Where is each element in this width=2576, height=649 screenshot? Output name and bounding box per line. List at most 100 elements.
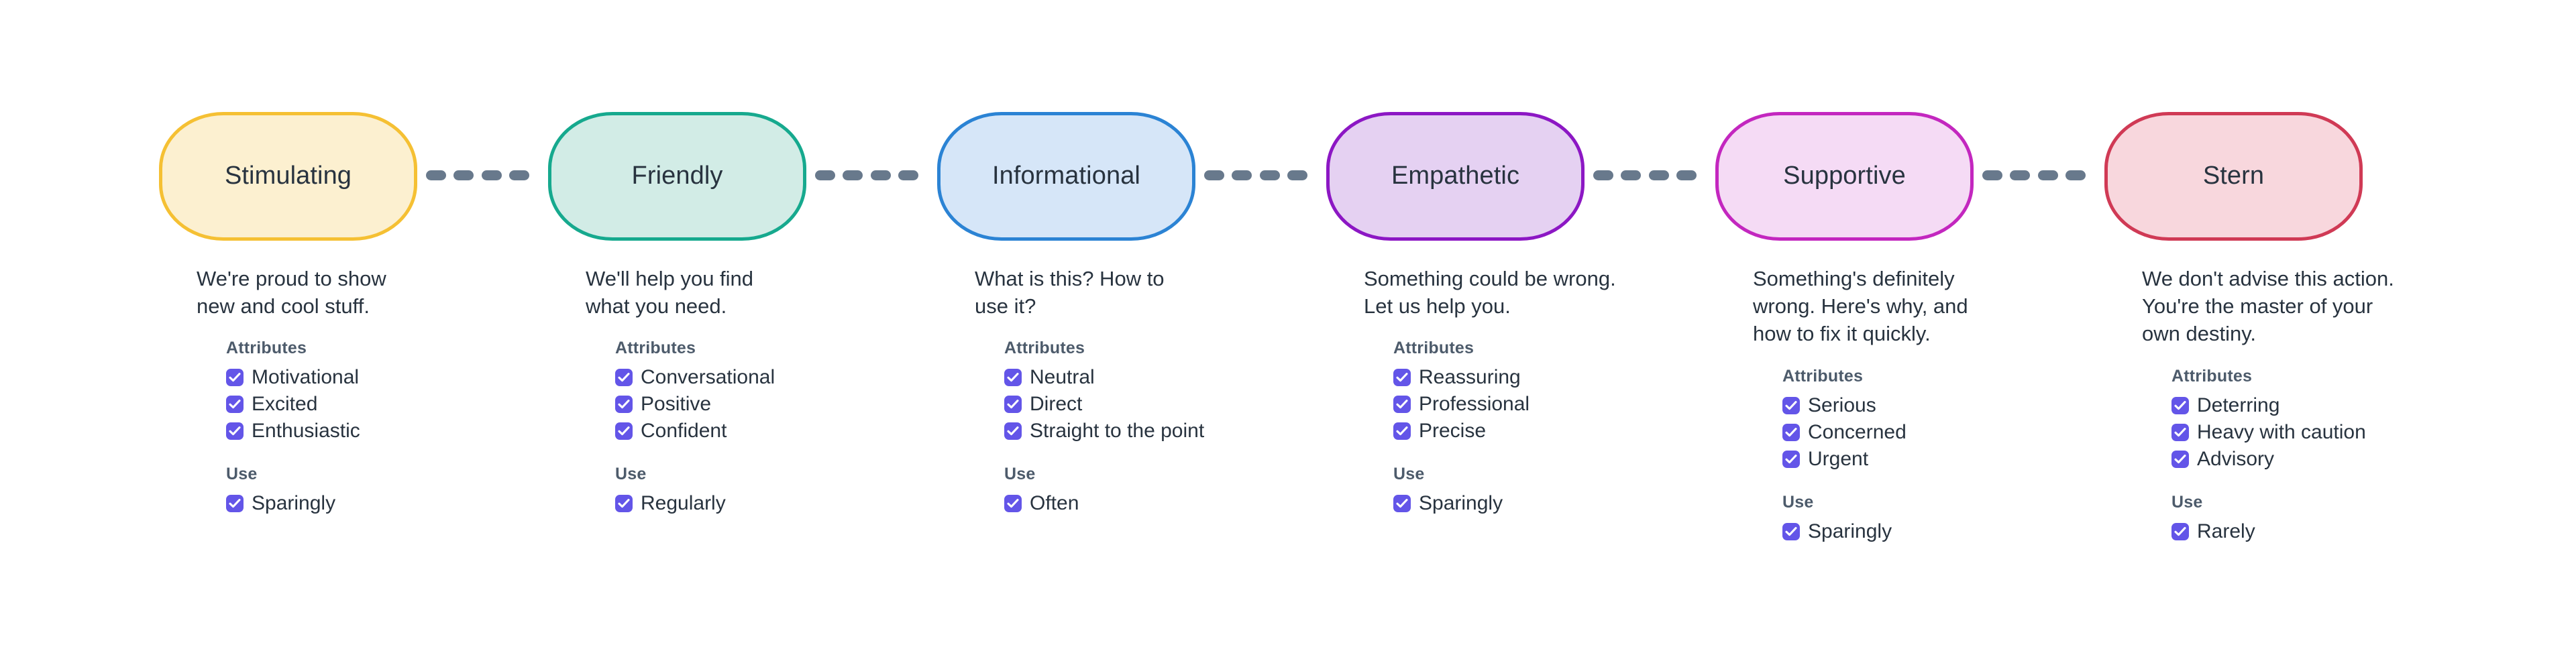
connector-dash [481, 170, 502, 180]
checkbox-checked-icon[interactable] [1782, 396, 1800, 414]
group-title: Attributes [226, 339, 307, 358]
checkbox-row[interactable]: Precise [1393, 418, 1726, 445]
checkbox-row[interactable]: Often [1004, 490, 1337, 517]
checkbox-checked-icon[interactable] [1393, 369, 1411, 387]
stage-pill-supportive[interactable]: Supportive [1715, 112, 1974, 241]
checkbox-row[interactable]: Enthusiastic [226, 418, 559, 445]
check-glyph [2174, 526, 2186, 536]
checkbox-row[interactable]: Straight to the point [1004, 418, 1337, 445]
checkbox-checked-icon[interactable] [1004, 396, 1022, 414]
checkbox-row[interactable]: Direct [1004, 391, 1337, 418]
connector-dash [898, 170, 918, 180]
dashed-line-icon [1204, 170, 1307, 180]
checkbox-checked-icon[interactable] [1004, 422, 1022, 440]
stage-pill-stimulating[interactable]: Stimulating [159, 112, 417, 241]
checkbox-row[interactable]: Heavy with caution [2171, 419, 2504, 446]
checkbox-row[interactable]: Sparingly [1393, 490, 1726, 517]
checkbox-row[interactable]: Confident [615, 418, 948, 445]
checkbox-checked-icon[interactable] [1393, 495, 1411, 513]
stage-column-stern: We don't advise this action. You're the … [2142, 265, 2504, 545]
stage-column-empathetic: Something could be wrong. Let us help yo… [1364, 265, 1726, 517]
checkbox-checked-icon[interactable] [615, 422, 633, 440]
stage-detail-columns: We're proud to show new and cool stuff.A… [0, 265, 2576, 587]
checkbox-checked-icon[interactable] [1004, 369, 1022, 387]
group-title: Use [1393, 465, 1425, 484]
connector-dash [1621, 170, 1642, 180]
checkbox-label: Concerned [1808, 420, 1907, 443]
checkbox-row[interactable]: Sparingly [1782, 518, 2115, 545]
checkbox-checked-icon[interactable] [1393, 396, 1411, 414]
connector-dash [843, 170, 863, 180]
checkbox-checked-icon[interactable] [226, 369, 244, 387]
checkbox-checked-icon[interactable] [2171, 522, 2189, 540]
checkbox-checked-icon[interactable] [1004, 495, 1022, 513]
check-glyph [1785, 454, 1797, 463]
checkbox-checked-icon[interactable] [1782, 423, 1800, 441]
checkbox-row[interactable]: Sparingly [226, 490, 559, 517]
checkbox-row[interactable]: Positive [615, 391, 948, 418]
stage-pill-informational[interactable]: Informational [937, 112, 1195, 241]
checkbox-label: Direct [1030, 393, 1083, 416]
checkbox-row[interactable]: Advisory [2171, 446, 2504, 473]
stage-pill-empathetic[interactable]: Empathetic [1326, 112, 1585, 241]
checkbox-row[interactable]: Regularly [615, 490, 948, 517]
checkbox-label: Confident [641, 420, 727, 442]
checkbox-checked-icon[interactable] [615, 495, 633, 513]
group-title: Attributes [1004, 339, 1085, 358]
checkbox-row[interactable]: Urgent [1782, 446, 2115, 473]
checkbox-label: Positive [641, 393, 712, 416]
checkbox-label: Regularly [641, 492, 726, 515]
checkbox-row[interactable]: Professional [1393, 391, 1726, 418]
stage-description: We don't advise this action. You're the … [2142, 267, 2394, 346]
check-glyph [1007, 426, 1019, 436]
stage-pill-friendly[interactable]: Friendly [548, 112, 806, 241]
connector-dash [1259, 170, 1280, 180]
connector-dash [2010, 170, 2031, 180]
connector-dash [2037, 170, 2058, 180]
stage-column-friendly: We'll help you find what you need.Attrib… [586, 265, 948, 517]
checkbox-row[interactable]: Conversational [615, 364, 948, 391]
stage-description: What is this? How to use it? [975, 267, 1165, 318]
checkbox-row[interactable]: Rarely [2171, 518, 2504, 545]
group-title: Attributes [615, 339, 696, 358]
checkbox-checked-icon[interactable] [615, 396, 633, 414]
check-glyph [1007, 499, 1019, 508]
checkbox-row[interactable]: Deterring [2171, 392, 2504, 419]
check-glyph [229, 499, 241, 508]
connector-dash [1648, 170, 1669, 180]
checkbox-checked-icon[interactable] [1782, 450, 1800, 468]
checkbox-checked-icon[interactable] [226, 396, 244, 414]
stage-column-stimulating: We're proud to show new and cool stuff.A… [197, 265, 559, 517]
stage-pill-stern[interactable]: Stern [2104, 112, 2363, 241]
checkbox-checked-icon[interactable] [1393, 422, 1411, 440]
checkbox-label: Reassuring [1419, 366, 1521, 389]
checkbox-checked-icon[interactable] [226, 495, 244, 513]
check-glyph [1007, 373, 1019, 382]
checkbox-row[interactable]: Motivational [226, 364, 559, 391]
checkbox-checked-icon[interactable] [1782, 522, 1800, 540]
checkbox-checked-icon[interactable] [615, 369, 633, 387]
checkbox-checked-icon[interactable] [2171, 396, 2189, 414]
check-glyph [1396, 373, 1408, 382]
checkbox-row[interactable]: Serious [1782, 392, 2115, 419]
stage-pill-row: Stimulating Friendly Informational Empathet… [0, 112, 2576, 241]
checkbox-checked-icon[interactable] [2171, 450, 2189, 468]
checkbox-checked-icon[interactable] [2171, 423, 2189, 441]
connector-dash [426, 170, 446, 180]
checkbox-row[interactable]: Concerned [1782, 419, 2115, 446]
checkbox-checked-icon[interactable] [226, 422, 244, 440]
checkbox-row[interactable]: Reassuring [1393, 364, 1726, 391]
checkbox-row[interactable]: Excited [226, 391, 559, 418]
group-title: Use [615, 465, 647, 484]
checkbox-label: Conversational [641, 366, 775, 389]
checkbox-row[interactable]: Neutral [1004, 364, 1337, 391]
check-glyph [618, 373, 630, 382]
